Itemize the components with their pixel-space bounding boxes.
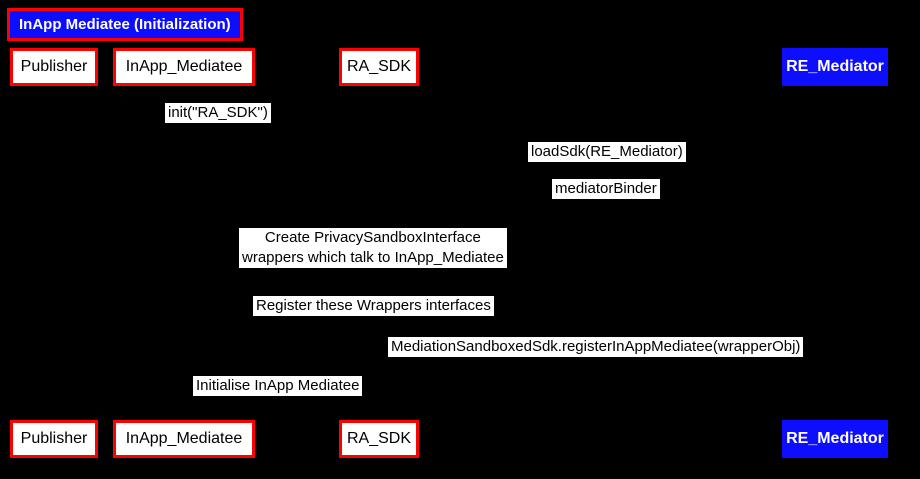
participant-ra-sdk-bottom: RA_SDK — [339, 420, 419, 458]
diagram-title: InApp Mediatee (Initialization) — [7, 8, 243, 41]
message-init-ra-sdk: init("RA_SDK") — [165, 103, 271, 123]
participant-publisher-bottom: Publisher — [10, 420, 98, 458]
participant-inapp-mediatee-top: InApp_Mediatee — [113, 48, 255, 86]
message-initialise-inapp-mediatee: Initialise InApp Mediatee — [193, 376, 363, 396]
participant-re-mediator-top: RE_Mediator — [782, 48, 888, 86]
participant-re-mediator-bottom: RE_Mediator — [782, 420, 888, 458]
participant-ra-sdk-top: RA_SDK — [339, 48, 419, 86]
participant-inapp-mediatee-bottom: InApp_Mediatee — [113, 420, 255, 458]
message-register-wrappers: Register these Wrappers interfaces — [253, 296, 494, 316]
message-mediator-binder: mediatorBinder — [552, 179, 660, 199]
message-create-privacysandbox-wrappers: Create PrivacySandboxInterface wrappers … — [239, 228, 507, 268]
participant-publisher-top: Publisher — [10, 48, 98, 86]
message-loadsdk-re-mediator: loadSdk(RE_Mediator) — [528, 142, 686, 162]
message-register-inapp-mediatee: MediationSandboxedSdk.registerInAppMedia… — [388, 337, 804, 357]
